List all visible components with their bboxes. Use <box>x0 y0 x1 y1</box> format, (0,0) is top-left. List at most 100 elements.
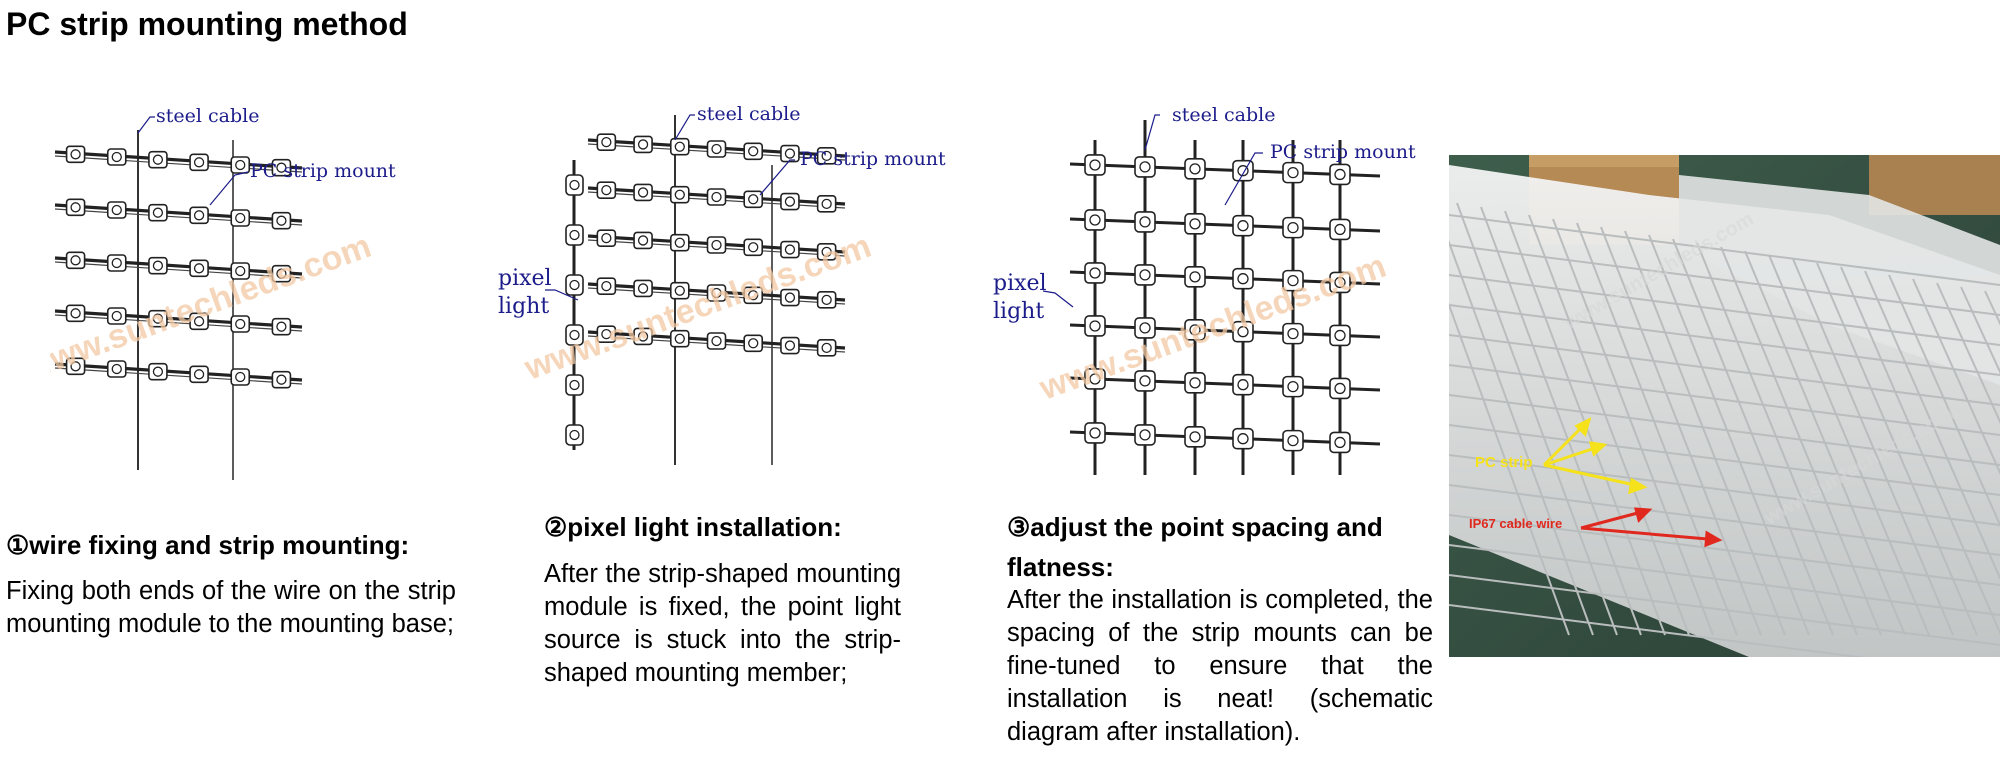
pixel-node <box>565 374 584 396</box>
pixel-node <box>596 133 617 151</box>
horizontal-strip <box>1069 430 1381 446</box>
photo-strip <box>1449 304 2000 376</box>
pixel-node <box>1232 214 1254 237</box>
pixel-node <box>106 148 127 166</box>
pixel-node <box>1084 368 1106 390</box>
pixel-node <box>1232 427 1254 450</box>
pixel-node <box>148 203 168 222</box>
photo-strip <box>1449 484 2000 556</box>
photo-strip <box>1449 454 2000 526</box>
photo-strip <box>1449 239 1594 636</box>
pixel-node <box>1134 370 1156 392</box>
photo-strip <box>1696 242 1858 636</box>
pixel-node <box>271 264 292 283</box>
pixel-node <box>1184 266 1206 288</box>
label-pc-strip-mount: PC strip mount <box>800 148 946 170</box>
pixel-node <box>669 329 690 348</box>
pixel-node <box>1084 422 1106 444</box>
photo-strip <box>1449 514 2000 586</box>
pixel-node <box>1232 373 1254 396</box>
pixel-node <box>230 262 251 280</box>
strip-bar <box>54 256 303 276</box>
photo-strip <box>1449 424 2000 496</box>
pixel-node <box>1232 267 1254 290</box>
diagram-pixel-installation: steel cable PC strip mount pixel light w… <box>498 103 946 465</box>
pixel-node <box>271 370 292 389</box>
label-steel-cable: steel cable <box>1172 104 1275 126</box>
pixel-node <box>148 150 168 169</box>
photo-strip <box>1576 222 1738 636</box>
pixel-node <box>633 279 653 298</box>
pixel-node <box>1232 159 1254 182</box>
photo-label-pc-strip: PC strip <box>1475 454 1533 471</box>
step-3-heading: ③adjust the point spacing and flatness: <box>1007 512 1383 582</box>
pixel-node <box>565 224 584 246</box>
pixel-node <box>1329 431 1351 454</box>
photo-strip <box>1449 544 2000 616</box>
watermark: www.suntechleds.com <box>50 227 376 388</box>
horizontal-strip <box>1069 162 1381 178</box>
photo-strip <box>1449 394 2000 466</box>
pixel-node <box>706 140 727 158</box>
pixel-node <box>230 209 251 227</box>
pixel-node <box>669 137 690 156</box>
strip-bar <box>54 309 303 329</box>
photo-strip <box>1528 214 1690 636</box>
pixel-node <box>65 145 86 164</box>
pixel-node <box>1329 377 1351 400</box>
pixel-node <box>743 286 764 305</box>
pixel-node <box>1329 324 1351 347</box>
pixel-node <box>743 190 764 209</box>
diagram-wire-fixing: steel cable PC strip mount www.suntechle… <box>50 105 396 480</box>
photo-strip <box>1648 234 1810 636</box>
pixel-node <box>706 284 727 302</box>
pixel-node <box>596 325 617 343</box>
pixel-node <box>1184 319 1206 341</box>
pixel-node <box>1329 271 1351 294</box>
pixel-node <box>1282 216 1304 239</box>
photo-strip <box>1720 246 1882 636</box>
pixel-node <box>816 339 837 357</box>
photo-strip <box>1624 230 1786 636</box>
pixel-node <box>633 327 653 346</box>
photo-strip <box>1449 274 2000 346</box>
pixel-node <box>230 315 251 333</box>
photo-strip <box>1449 604 1867 657</box>
photo-strip <box>1936 282 2000 425</box>
horizontal-strip <box>1069 270 1381 286</box>
strip-bar-edge <box>54 367 303 385</box>
horizontal-strip <box>1069 217 1381 233</box>
pixel-node <box>106 254 127 272</box>
pixel-node <box>148 256 168 275</box>
pixel-node <box>106 201 127 219</box>
pixel-node <box>633 135 653 154</box>
pixel-node <box>189 312 209 331</box>
photo-strip <box>1449 574 2000 646</box>
photo-strip <box>1960 286 2000 375</box>
pixel-node <box>1134 211 1156 233</box>
pixel-node <box>633 231 653 250</box>
pixel-node <box>743 142 764 161</box>
label-light: light <box>993 299 1044 324</box>
pixel-node <box>1184 158 1206 180</box>
pixel-node <box>1329 163 1351 186</box>
photo-strip <box>1449 334 2000 406</box>
label-pc-strip-mount: PC strip mount <box>250 160 396 182</box>
step-2-body: After the strip-shaped mounting module i… <box>544 560 901 687</box>
pixel-node <box>565 274 584 296</box>
pixel-node <box>565 324 584 346</box>
pixel-node <box>1134 156 1156 178</box>
diagram-spacing-adjusted: steel cable PC strip mount pixel light w… <box>993 104 1416 475</box>
pixel-node <box>706 188 727 206</box>
strip-bar <box>54 150 303 170</box>
pixel-node <box>148 362 168 381</box>
pixel-node <box>669 281 690 300</box>
pixel-node <box>1282 375 1304 398</box>
pixel-node <box>596 181 617 199</box>
pixel-node <box>816 195 837 213</box>
photo-strip <box>1480 206 1642 636</box>
pixel-node <box>65 357 86 376</box>
label-steel-cable: steel cable <box>156 105 259 127</box>
pixel-node <box>816 147 837 165</box>
pixel-node <box>189 206 209 225</box>
